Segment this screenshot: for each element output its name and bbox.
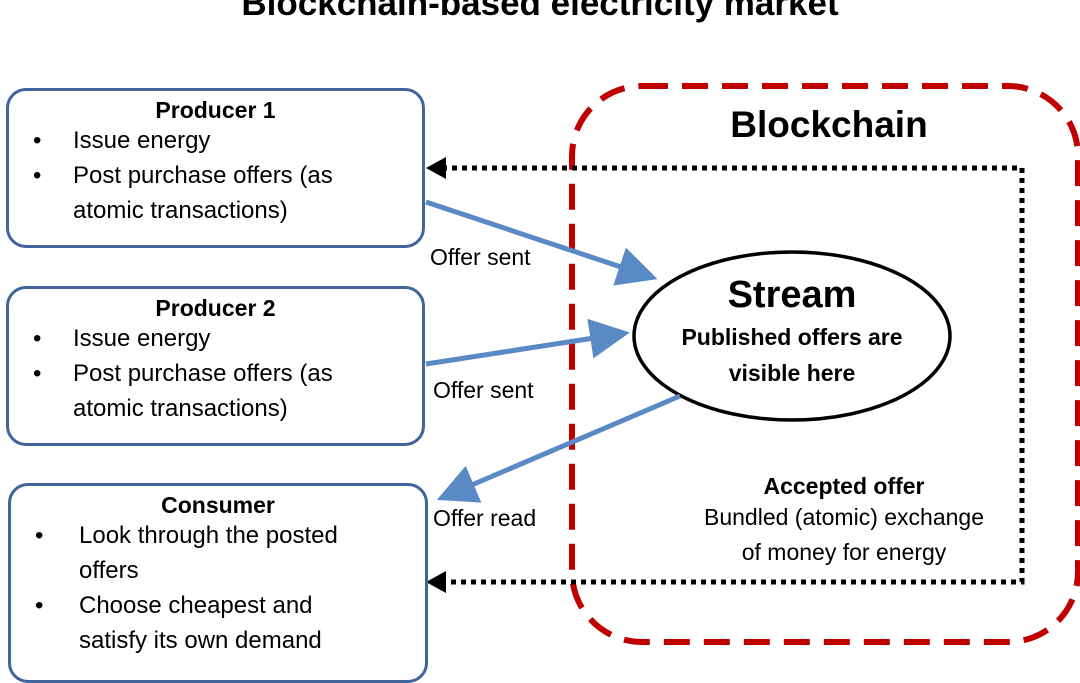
accepted-offer-line-1: Bundled (atomic) exchange: [704, 504, 984, 530]
stream-node: Stream Published offers are visible here: [632, 250, 952, 422]
offer-sent-arrow-2: [425, 318, 630, 367]
offer-sent-label-1: Offer sent: [430, 244, 531, 270]
diagram-title: Blockchain-based electricity market: [241, 0, 839, 23]
blockchain-boundary: [569, 83, 1080, 645]
dotted-feedback-path: [442, 165, 1025, 585]
producer-1-box: Producer 1 Issue energy Post purchase of…: [6, 88, 425, 248]
producer-1-item: Post purchase offers (as: [9, 158, 422, 193]
producer-2-item-continuation: atomic transactions): [73, 395, 288, 422]
dotted-arrowhead-producer1: [426, 157, 446, 179]
accepted-offer-title: Accepted offer: [763, 473, 925, 499]
dotted-arrowhead-consumer: [426, 571, 446, 593]
producer-2-box: Producer 2 Issue energy Post purchase of…: [6, 286, 425, 446]
consumer-item-continuation: offers: [79, 557, 139, 584]
stream-title: Stream: [727, 274, 857, 316]
consumer-item-continuation: satisfy its own demand: [79, 627, 322, 654]
producer-1-item: Issue energy: [9, 123, 422, 158]
offer-read-arrow: [436, 393, 681, 503]
producer-1-item-continuation: atomic transactions): [73, 197, 288, 224]
producer-2-title: Producer 2: [155, 295, 276, 321]
offer-sent-label-2: Offer sent: [433, 377, 534, 403]
consumer-item: Choose cheapest and: [11, 588, 425, 623]
accepted-offer-note: Accepted offer Bundled (atomic) exchange…: [666, 472, 1022, 570]
producer-1-title: Producer 1: [155, 97, 276, 123]
consumer-title: Consumer: [161, 492, 275, 518]
stream-ellipse: [632, 250, 952, 422]
blockchain-title: Blockchain: [730, 104, 928, 145]
stream-description-line-1: Published offers are: [681, 324, 903, 350]
consumer-item: Look through the posted: [11, 518, 425, 553]
offer-sent-arrow-1: [425, 199, 658, 286]
producer-2-item: Post purchase offers (as: [9, 356, 422, 391]
stream-description-line-2: visible here: [728, 360, 856, 386]
producer-2-item: Issue energy: [9, 321, 422, 356]
offer-read-label: Offer read: [433, 505, 537, 531]
accepted-offer-line-2: of money for energy: [741, 539, 947, 565]
consumer-box: Consumer Look through the posted offers …: [8, 483, 428, 683]
